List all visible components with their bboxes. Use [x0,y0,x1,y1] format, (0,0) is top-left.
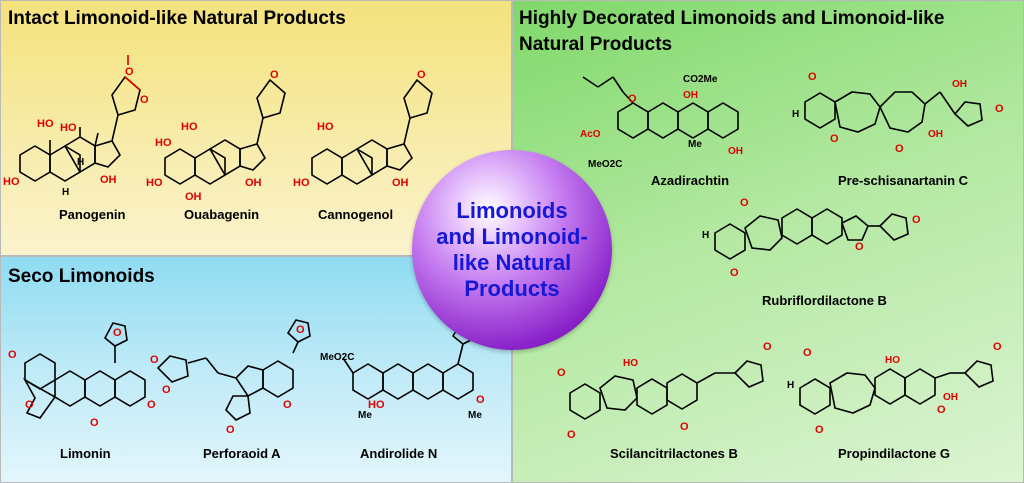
scilancitrilactones-o-a: O [557,367,566,379]
limonin-o-a: O [8,349,17,361]
limonin-structure: O O O O O [5,318,165,443]
preschisanartanin-label: Pre-schisanartanin C [838,173,969,188]
center-title-line4: Products [464,276,560,301]
limonin-o-d: O [147,399,156,411]
rubriflordilactone-o-b: O [730,267,739,279]
ouabagenin-oh-5: OH [185,191,202,203]
propindilactone-structure: O H O HO O OH O [785,338,1015,443]
decorated-title-line1: Highly Decorated Limonoids and Limonoid-… [519,8,945,29]
rubriflordilactone-o-d: O [912,214,921,226]
andirolide-ho: HO [368,399,385,411]
cannogenol-ho-19: HO [317,121,334,133]
perforaoid-o-c: O [226,424,235,436]
propindilactone-h: H [787,380,794,391]
center-title-line2: and Limonoid- [436,224,588,249]
rubriflordilactone-label: Rubriflordilactone B [762,293,887,308]
rubriflordilactone-h: H [702,230,709,241]
azadirachtin-me: Me [688,139,702,150]
scilancitrilactones-ho: HO [623,358,638,369]
andirolide-label: Andirolide N [360,446,438,461]
center-title: Limonoids and Limonoid- like Natural Pro… [412,198,612,302]
scilancitrilactones-o-c: O [680,421,689,433]
limonin-o-b: O [25,399,34,411]
limonin-label: Limonin [60,446,111,461]
panogenin-carbonyl-o: O [125,66,134,78]
perforaoid-o-a: O [150,354,159,366]
center-sphere: Limonoids and Limonoid- like Natural Pro… [412,150,612,350]
cannogenol-label: Cannogenol [318,207,394,222]
panogenin-ho-19: HO [37,118,54,130]
center-title-line1: Limonoids [456,198,568,223]
panogenin-h-5: H [62,187,69,198]
perforaoid-o-d: O [283,399,292,411]
limonin-o-c: O [90,417,99,429]
preschisanartanin-oh-a: OH [928,129,943,140]
ouabagenin-ho-1: HO [155,137,172,149]
rubriflordilactone-structure: O H O O O [700,188,930,293]
propindilactone-o-b: O [815,424,824,436]
cannogenol-carbonyl-o: O [417,69,426,81]
seco-title: Seco Limonoids [8,266,155,287]
preschisanartanin-o-c: O [895,143,904,155]
propindilactone-o-a: O [803,347,812,359]
intact-title: Intact Limonoid-like Natural Products [8,8,346,29]
preschisanartanin-structure: O H O O OH OH O [790,62,1015,177]
azadirachtin-structure: AcO MeO2C CO2Me OH Me OH O [578,62,758,182]
preschisanartanin-o-b: O [830,133,839,145]
center-title-line3: like Natural [452,250,572,275]
perforaoid-label: Perforaoid A [203,446,281,461]
ouabagenin-ho-11: HO [181,121,198,133]
panogenin-structure: O O HO HO HO OH H H [0,55,150,210]
panogenin-label: Panogenin [59,207,126,222]
cannogenol-oh-14: OH [392,177,409,189]
limonin-furan-o: O [113,327,122,339]
cannogenol-ho-3: HO [293,177,310,189]
propindilactone-o-c: O [937,404,946,416]
andirolide-meo2c: MeO2C [320,352,354,363]
andirolide-o: O [476,394,485,406]
propindilactone-label: Propindilactone G [838,446,950,461]
propindilactone-ho: HO [885,355,900,366]
azadirachtin-o: O [628,93,637,105]
scilancitrilactones-label: Scilancitrilactones B [610,446,738,461]
azadirachtin-co2me: CO2Me [683,74,718,85]
scilancitrilactones-o-b: O [567,429,576,441]
scilancitrilactones-o-d: O [763,341,772,353]
andirolide-me-2: Me [468,410,482,421]
azadirachtin-aco: AcO [580,129,601,140]
cannogenol-structure: O HO HO OH [292,68,442,213]
rubriflordilactone-o-c: O [855,241,864,253]
preschisanartanin-oh-b: OH [952,79,967,90]
azadirachtin-oh-2: OH [728,146,743,157]
propindilactone-o-d: O [993,341,1002,353]
perforaoid-structure: O O O O O [148,318,318,443]
panogenin-ring-o: O [140,94,149,106]
ouabagenin-label: Ouabagenin [184,207,260,222]
panogenin-h-9: H [77,157,84,168]
ouabagenin-ho-3: HO [146,177,163,189]
panogenin-ho-3: HO [3,176,20,188]
perforaoid-o-b: O [162,384,171,396]
panogenin-oh-14: OH [100,174,117,186]
preschisanartanin-o-a: O [808,71,817,83]
ouabagenin-carbonyl-o: O [270,69,279,81]
perforaoid-furan-o: O [296,324,305,336]
preschisanartanin-o-d: O [995,103,1004,115]
azadirachtin-meo2c: MeO2C [588,159,622,170]
azadirachtin-oh: OH [683,90,698,101]
scilancitrilactones-structure: O O HO O O [555,338,785,443]
panogenin-ho-11: HO [60,122,77,134]
azadirachtin-label: Azadirachtin [651,173,730,188]
rubriflordilactone-o-a: O [740,197,749,209]
decorated-title-line2: Natural Products [519,34,673,55]
ouabagenin-structure: O HO HO HO OH OH [145,68,295,213]
propindilactone-oh: OH [943,392,958,403]
preschisanartanin-h: H [792,109,799,120]
ouabagenin-oh-14: OH [245,177,262,189]
andirolide-me: Me [358,410,372,421]
